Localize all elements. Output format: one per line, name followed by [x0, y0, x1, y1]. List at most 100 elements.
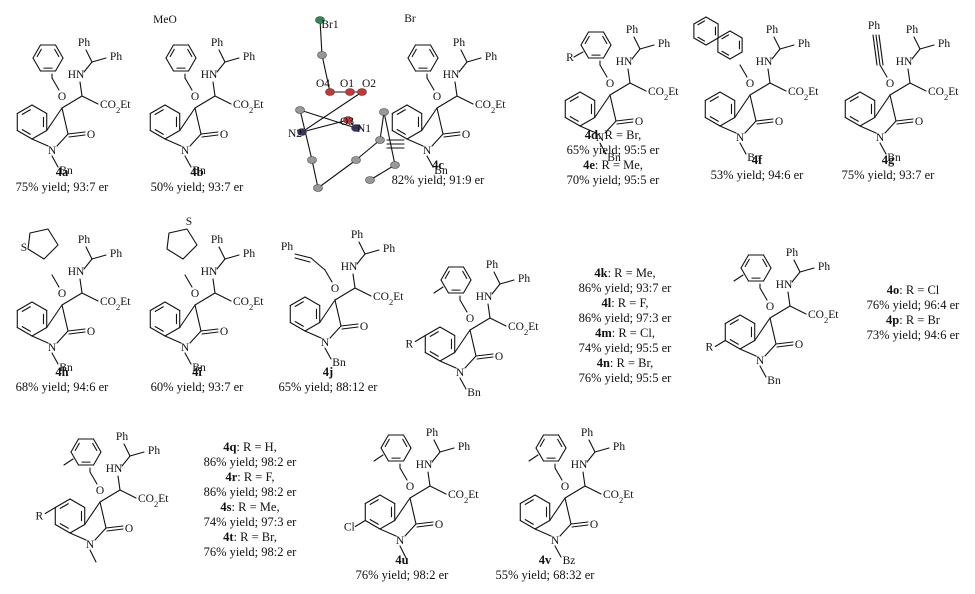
ring-bond	[440, 279, 450, 294]
yield-er-caption: 75% yield; 93:7 er	[841, 168, 935, 182]
nh-bond	[352, 273, 356, 289]
ph-bond	[224, 57, 240, 63]
ring-bond	[534, 519, 551, 530]
phenyl-label: Ph	[426, 427, 438, 439]
ring-bond	[32, 44, 42, 59]
ch2-bond	[459, 299, 468, 313]
crystal-atom	[297, 128, 307, 136]
ether-oxygen-label: O	[766, 301, 774, 313]
ring-bond	[69, 532, 87, 541]
ring-double-bond	[54, 48, 60, 58]
ring-double-bond	[462, 270, 468, 280]
crystal-bond	[355, 139, 381, 161]
ether-oxygen-label: O	[886, 78, 894, 90]
crystal-bond	[299, 109, 357, 129]
nh-bond	[907, 68, 911, 84]
ring-double-bond	[74, 442, 80, 452]
nh-bond	[487, 303, 491, 319]
ring-bond	[289, 321, 306, 332]
carbonyl-bond	[616, 121, 634, 125]
variant-caption: 4p: R = Br	[886, 313, 940, 327]
benzhydryl-bond	[791, 271, 801, 283]
nitrogen-label: N	[551, 535, 560, 547]
ring-bond	[16, 326, 33, 337]
ch2-bond	[184, 274, 193, 288]
alkyne-bond	[875, 34, 881, 66]
ring-bond	[762, 254, 772, 269]
ring-bond	[724, 339, 741, 350]
carbonyl-bond	[895, 118, 914, 122]
variant-caption: 74% yield; 95:5 er	[578, 341, 672, 355]
benzhydryl-bond	[83, 61, 93, 73]
ester-label: CO2Et	[648, 86, 679, 102]
ph-bond	[224, 254, 240, 260]
ring-bond	[729, 51, 743, 60]
ring-bond	[769, 317, 777, 345]
ring-bond	[464, 355, 477, 369]
ring-bond	[56, 330, 69, 344]
benzhydryl-bond	[356, 253, 366, 265]
nh-bond	[767, 68, 771, 84]
side-bond	[334, 287, 356, 301]
ester-label: CO2Et	[788, 86, 819, 102]
side-bond	[564, 485, 586, 499]
ester-bond	[354, 287, 372, 297]
sulfur-label: S	[186, 216, 192, 228]
ether-oxygen-label: O	[466, 313, 474, 325]
ester-bond	[769, 82, 787, 92]
ring-double-bond	[557, 438, 563, 448]
side-bond	[609, 82, 631, 96]
ring-bond	[319, 299, 336, 324]
ph-bond	[460, 49, 468, 63]
compound-id-label: 4a	[55, 165, 69, 179]
ring-bond	[394, 497, 411, 522]
ph-bond	[499, 279, 515, 285]
ring-bond	[99, 501, 107, 529]
variant-caption: 86% yield; 93:7 er	[578, 281, 672, 295]
benzhydryl-bond	[216, 61, 226, 73]
carbonyl-bond	[896, 121, 914, 125]
ring-substituent-label: R	[35, 511, 43, 523]
phenyl-label: Ph	[110, 51, 122, 63]
ortho-methyl-bond	[528, 454, 539, 462]
ester-bond	[584, 485, 602, 495]
phenyl-label: Ph	[148, 445, 160, 457]
ring-bond	[334, 299, 342, 327]
ring-bond	[580, 44, 590, 59]
crystal-bond	[317, 159, 357, 189]
n-bond	[51, 352, 59, 365]
variant-caption: 65% yield; 95:5 er	[566, 143, 660, 157]
nitrogen-label: N	[876, 132, 885, 144]
ether-oxygen-label: O	[606, 78, 614, 90]
ring-bond	[874, 94, 891, 119]
variant-caption: 4k: R = Me,	[594, 266, 656, 280]
ester-label: CO2Et	[603, 489, 634, 505]
ring-bond	[31, 138, 49, 147]
ring-bond	[406, 138, 424, 147]
ring-bond	[739, 314, 756, 325]
ring-bond	[424, 326, 441, 337]
nitrogen-label: N	[48, 145, 57, 157]
ortho-methyl-bond	[733, 274, 744, 282]
ring-sub-bond	[354, 519, 366, 528]
ph-bond	[639, 44, 655, 50]
n-bond	[554, 545, 562, 558]
nitrogen-label: N	[736, 132, 745, 144]
ester-label: CO2Et	[475, 99, 506, 115]
phenyl-label: Ph	[613, 441, 625, 453]
ring-bond	[406, 104, 423, 115]
ester-label: CO2Et	[373, 291, 404, 307]
variant-caption: 4m: R = Cl,	[595, 326, 655, 340]
ch2-bond	[324, 269, 333, 283]
ester-bond	[456, 95, 474, 105]
compound-id-label: 4c	[432, 158, 444, 172]
ring-sub-bond	[44, 506, 56, 515]
crystal-atom	[295, 106, 305, 114]
crystal-atom-label: N2	[288, 128, 302, 140]
ring-bond	[762, 267, 772, 282]
ring-bond	[431, 133, 444, 147]
ring-bond	[379, 519, 396, 530]
phenyl-label: Ph	[116, 431, 128, 443]
